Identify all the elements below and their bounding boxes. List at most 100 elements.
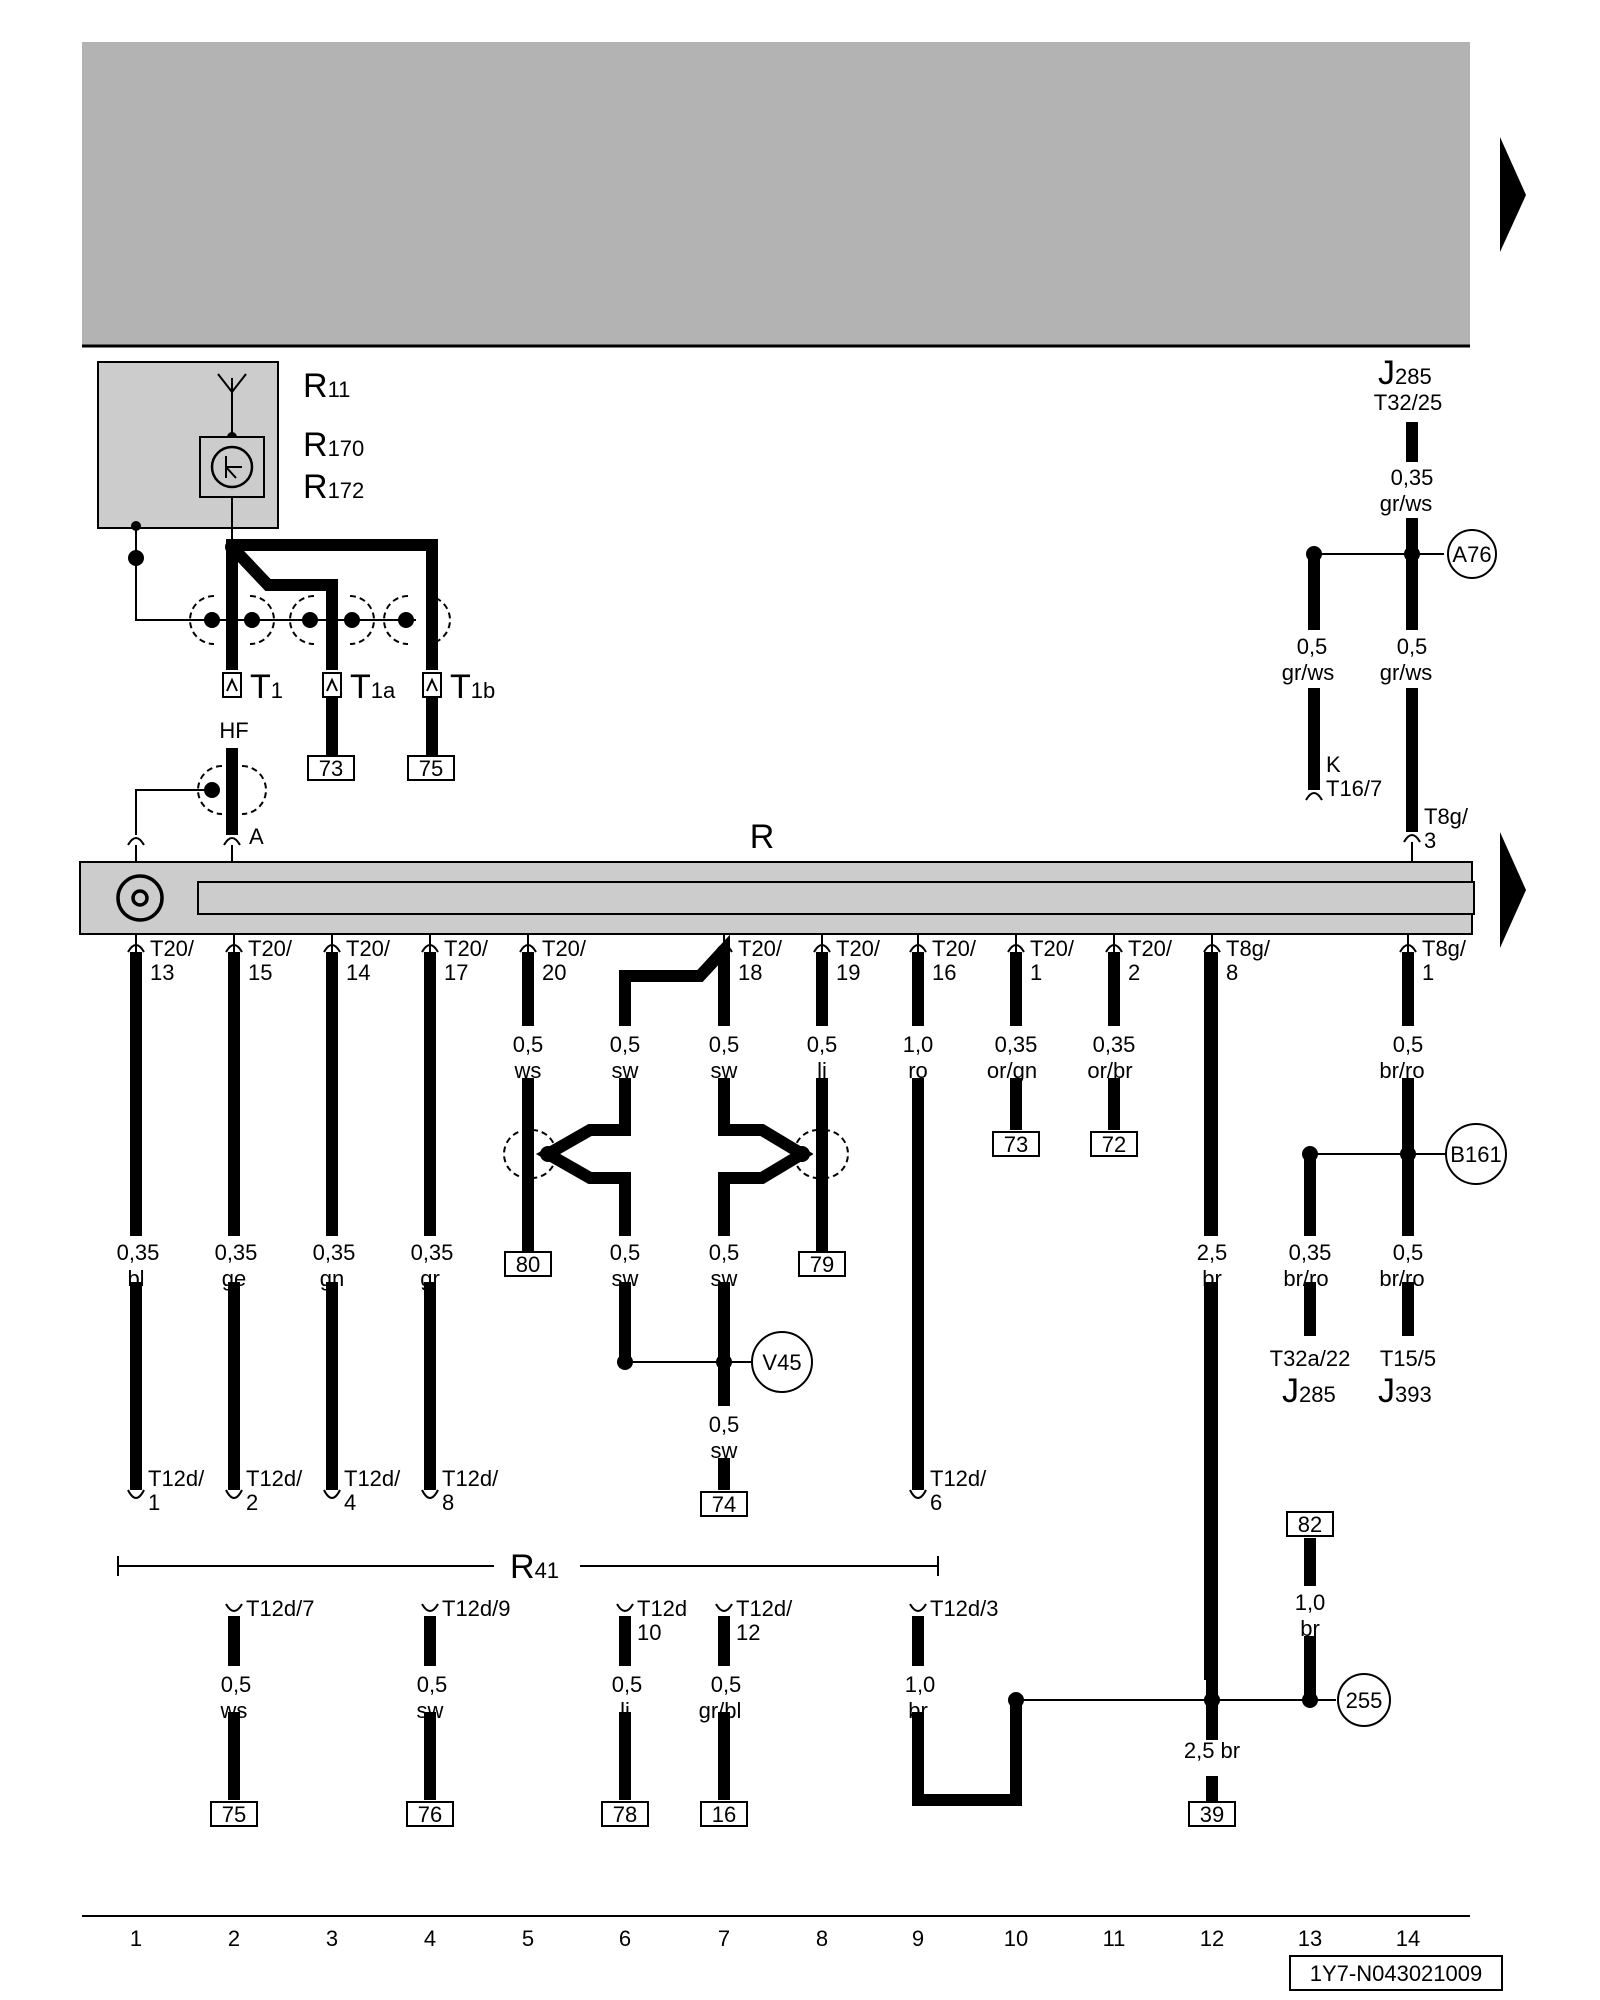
r41-out-pin-contact	[909, 1603, 927, 1612]
column-number: 8	[816, 1926, 828, 1951]
label-hf: HF	[219, 718, 248, 743]
r41-out-pin-label: T12d/7	[246, 1596, 315, 1621]
column-number: 14	[1396, 1926, 1420, 1951]
ref-72: 72	[1102, 1132, 1126, 1157]
column-number: 5	[522, 1926, 534, 1951]
w13c-size: 1,0	[1295, 1590, 1326, 1615]
label-r11: R11	[303, 367, 350, 405]
w7b-color: sw	[711, 1266, 738, 1291]
r-pin-label: T8g/1	[1422, 936, 1467, 985]
label-t16-7: T16/7	[1326, 776, 1382, 801]
ref-box-74[interactable]	[700, 1491, 748, 1517]
w7c-color: sw	[711, 1438, 738, 1463]
ref-box-73b[interactable]	[992, 1131, 1040, 1157]
ref-box-72[interactable]	[1090, 1131, 1138, 1157]
w-j285-top-color: gr/ws	[1380, 491, 1433, 516]
label-255: 255	[1346, 1688, 1383, 1713]
w13b-size: 0,35	[1289, 1240, 1332, 1265]
r-pin-label: T20/15	[248, 936, 293, 985]
ref-75a: 75	[419, 756, 443, 781]
continue-arrow-mid-icon[interactable]	[1500, 832, 1526, 948]
ref-box-75b[interactable]	[210, 1801, 258, 1827]
column-number: 10	[1004, 1926, 1028, 1951]
label-t32-25: T32/25	[1374, 390, 1443, 415]
label-t8g-3-a: T8g/	[1424, 804, 1469, 829]
connector-t1b[interactable]	[422, 672, 442, 698]
label-j393: J393	[1378, 1372, 1432, 1410]
ref-80: 80	[516, 1252, 540, 1277]
w-j285-top-size: 0,35	[1391, 465, 1434, 490]
column-number: 6	[619, 1926, 631, 1951]
ref-box-82[interactable]	[1286, 1511, 1334, 1537]
ref-box-73a[interactable]	[307, 755, 355, 781]
label-r: R	[750, 818, 775, 856]
r-pin-contact	[1203, 944, 1221, 953]
r41-out-pin-label: T12d/12	[736, 1596, 793, 1645]
ref-box-75a[interactable]	[407, 755, 455, 781]
w-a76-right-color: gr/ws	[1380, 660, 1433, 685]
r-pin-label: T20/19	[836, 936, 881, 985]
r-pin-label: T20/13	[150, 936, 195, 985]
continue-arrow-top-icon[interactable]	[1500, 137, 1526, 252]
ref-box-80[interactable]	[504, 1251, 552, 1277]
w-a76-left-size: 0,5	[1297, 634, 1328, 659]
doc-id-box	[1289, 1955, 1503, 1991]
w8-color: li	[817, 1058, 827, 1083]
label-t8g-3-b: 3	[1424, 828, 1436, 853]
w14b-size: 0,5	[1393, 1240, 1424, 1265]
w1-color: bl	[127, 1266, 144, 1291]
r41-out-pin-contact	[616, 1603, 634, 1612]
ref-73a: 73	[319, 756, 343, 781]
column-number: 3	[326, 1926, 338, 1951]
w4-size: 0,35	[411, 1240, 454, 1265]
ref-74: 74	[712, 1492, 736, 1517]
ref-box-76[interactable]	[406, 1801, 454, 1827]
r-pin-contact	[1105, 944, 1123, 953]
label-v45: V45	[762, 1350, 801, 1375]
ref-box-39[interactable]	[1188, 1801, 1236, 1827]
w12-size: 2,5	[1197, 1240, 1228, 1265]
connector-t1a[interactable]	[322, 672, 342, 698]
label-j285-bottom: J285	[1282, 1372, 1336, 1410]
column-number: 4	[424, 1926, 436, 1951]
r41-pin-contact	[323, 1489, 341, 1499]
w13b-color: br/ro	[1283, 1266, 1328, 1291]
label-t32a-22: T32a/22	[1270, 1346, 1351, 1371]
ground-255[interactable]	[1337, 1673, 1391, 1727]
ref-39: 39	[1200, 1802, 1224, 1827]
ref-box-78[interactable]	[601, 1801, 649, 1827]
ref-75b: 75	[222, 1802, 246, 1827]
wb9-color: br	[908, 1698, 928, 1723]
ref-box-79[interactable]	[798, 1251, 846, 1277]
splice-v45[interactable]	[751, 1331, 813, 1393]
w12-color: br	[1202, 1266, 1222, 1291]
r-output-pins: T20/13T20/15T20/14T20/17T20/20T20/18T20/…	[127, 934, 1467, 985]
splice-a76[interactable]	[1447, 529, 1497, 579]
column-number: 7	[718, 1926, 730, 1951]
w6-color: sw	[612, 1058, 639, 1083]
connector-t1[interactable]	[222, 672, 242, 698]
r-pin-label: T20/2	[1128, 936, 1173, 985]
r41-out-pin-contact	[715, 1603, 733, 1612]
splice-b161[interactable]	[1445, 1123, 1507, 1185]
w5-size: 0,5	[513, 1032, 544, 1057]
w-a76-right-size: 0,5	[1397, 634, 1428, 659]
column-number: 1	[130, 1926, 142, 1951]
r41-pin-contact	[225, 1489, 243, 1499]
antenna-amplifier-icon	[210, 445, 254, 489]
r41-pin-contact	[909, 1489, 927, 1499]
w14b-color: br/ro	[1379, 1266, 1424, 1291]
ref-box-16[interactable]	[700, 1801, 748, 1827]
w10-color: or/gn	[987, 1058, 1037, 1083]
label-a: A	[249, 824, 264, 849]
wb7-color: gr/bl	[699, 1698, 742, 1723]
r-pin-label: T20/17	[444, 936, 489, 985]
w14-color: br/ro	[1379, 1058, 1424, 1083]
component-r-radio	[79, 861, 1475, 935]
w2-size: 0,35	[215, 1240, 258, 1265]
wb6-color: li	[620, 1698, 630, 1723]
r-pin-label: T20/14	[346, 936, 391, 985]
r-pin-label: T8g/8	[1226, 936, 1271, 985]
